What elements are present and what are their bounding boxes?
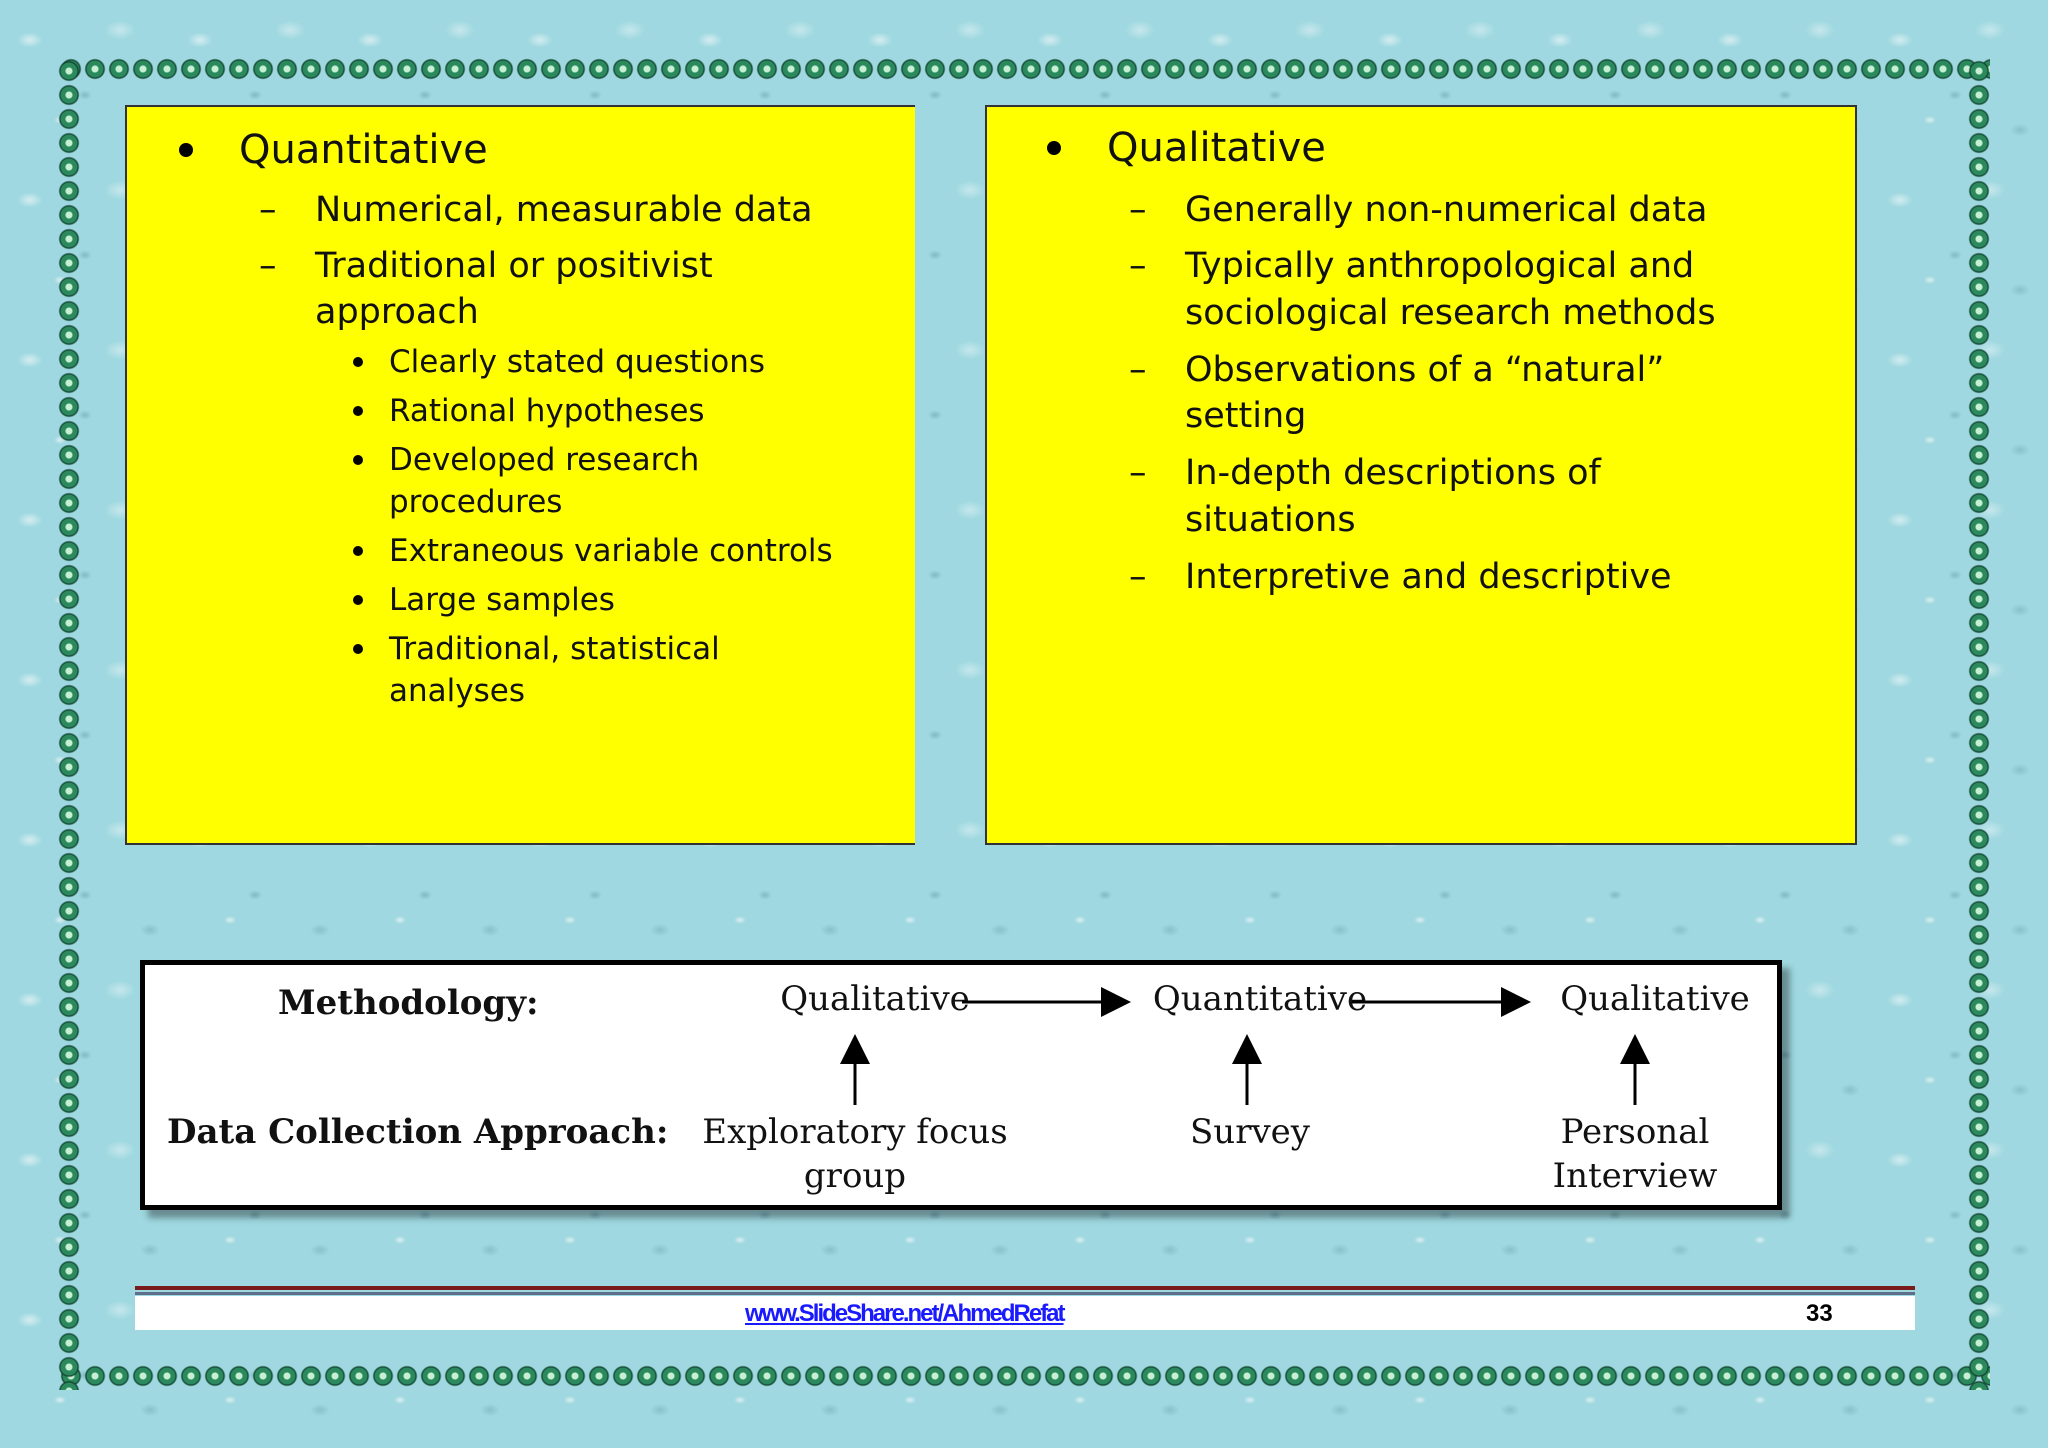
panel-divider xyxy=(985,105,987,845)
sub-list-item: Rational hypotheses xyxy=(353,390,705,432)
sub-list-item: Clearly stated questions xyxy=(353,341,765,383)
qualitative-panel: Qualitative –Generally non-numerical dat… xyxy=(987,105,1857,845)
approach-personal-interview: Personal Interview xyxy=(1552,1112,1718,1196)
list-item-continuation: sociological research methods xyxy=(1185,293,1716,333)
list-item: –Generally non-numerical data xyxy=(1129,190,1708,230)
footer-bar xyxy=(135,1296,1915,1330)
stage-qualitative-1: Qualitative xyxy=(780,979,970,1019)
list-item-continuation: approach xyxy=(315,292,479,332)
list-item: –In-depth descriptions of xyxy=(1129,453,1601,493)
sub-list-item: Large samples xyxy=(353,579,615,621)
decorative-border-right xyxy=(1968,60,1990,1390)
methodology-label: Methodology: xyxy=(278,983,539,1023)
bullet-icon xyxy=(353,595,363,605)
bullet-icon xyxy=(353,546,363,556)
methodology-diagram: Methodology: Data Collection Approach: Q… xyxy=(140,960,1782,1210)
sub-list-item-continuation: procedures xyxy=(389,484,563,520)
footer-rule xyxy=(135,1286,1915,1290)
quantitative-heading: Quantitative xyxy=(179,127,488,173)
sub-list-item: Traditional, statistical xyxy=(353,628,720,670)
data-collection-approach-label: Data Collection Approach: xyxy=(167,1112,669,1152)
list-item: –Interpretive and descriptive xyxy=(1129,557,1672,597)
bullet-icon xyxy=(353,406,363,416)
qualitative-heading: Qualitative xyxy=(1047,125,1326,171)
sub-list-item: Extraneous variable controls xyxy=(353,530,833,572)
quantitative-panel: Quantitative –Numerical, measurable data… xyxy=(125,105,915,845)
bullet-icon xyxy=(1047,141,1061,155)
page-number: 33 xyxy=(1806,1300,1833,1327)
list-item: –Observations of a “natural” xyxy=(1129,350,1665,390)
sub-list-item-continuation: analyses xyxy=(389,673,525,709)
footer-rule-secondary xyxy=(135,1292,1915,1295)
approach-exploratory-focus-group: Exploratory focus group xyxy=(702,1112,1008,1196)
list-item: –Typically anthropological and xyxy=(1129,246,1695,286)
bullet-icon xyxy=(353,455,363,465)
stage-quantitative: Quantitative xyxy=(1152,979,1368,1019)
bullet-icon xyxy=(179,143,193,157)
slideshare-link[interactable]: www.SlideShare.net/AhmedRefat xyxy=(745,1300,1066,1327)
bullet-icon xyxy=(353,357,363,367)
list-item: –Traditional or positivist xyxy=(259,246,713,286)
decorative-border-bottom xyxy=(60,1365,1990,1387)
decorative-border-top xyxy=(60,58,1990,80)
sub-list-item: Developed research xyxy=(353,439,699,481)
list-item-continuation: situations xyxy=(1185,500,1356,540)
list-item: –Numerical, measurable data xyxy=(259,190,813,230)
decorative-border-left xyxy=(58,60,80,1390)
approach-survey: Survey xyxy=(1190,1112,1310,1152)
stage-qualitative-2: Qualitative xyxy=(1560,979,1750,1019)
bullet-icon xyxy=(353,644,363,654)
list-item-continuation: setting xyxy=(1185,396,1307,436)
diagram-arrows xyxy=(840,987,1650,1105)
